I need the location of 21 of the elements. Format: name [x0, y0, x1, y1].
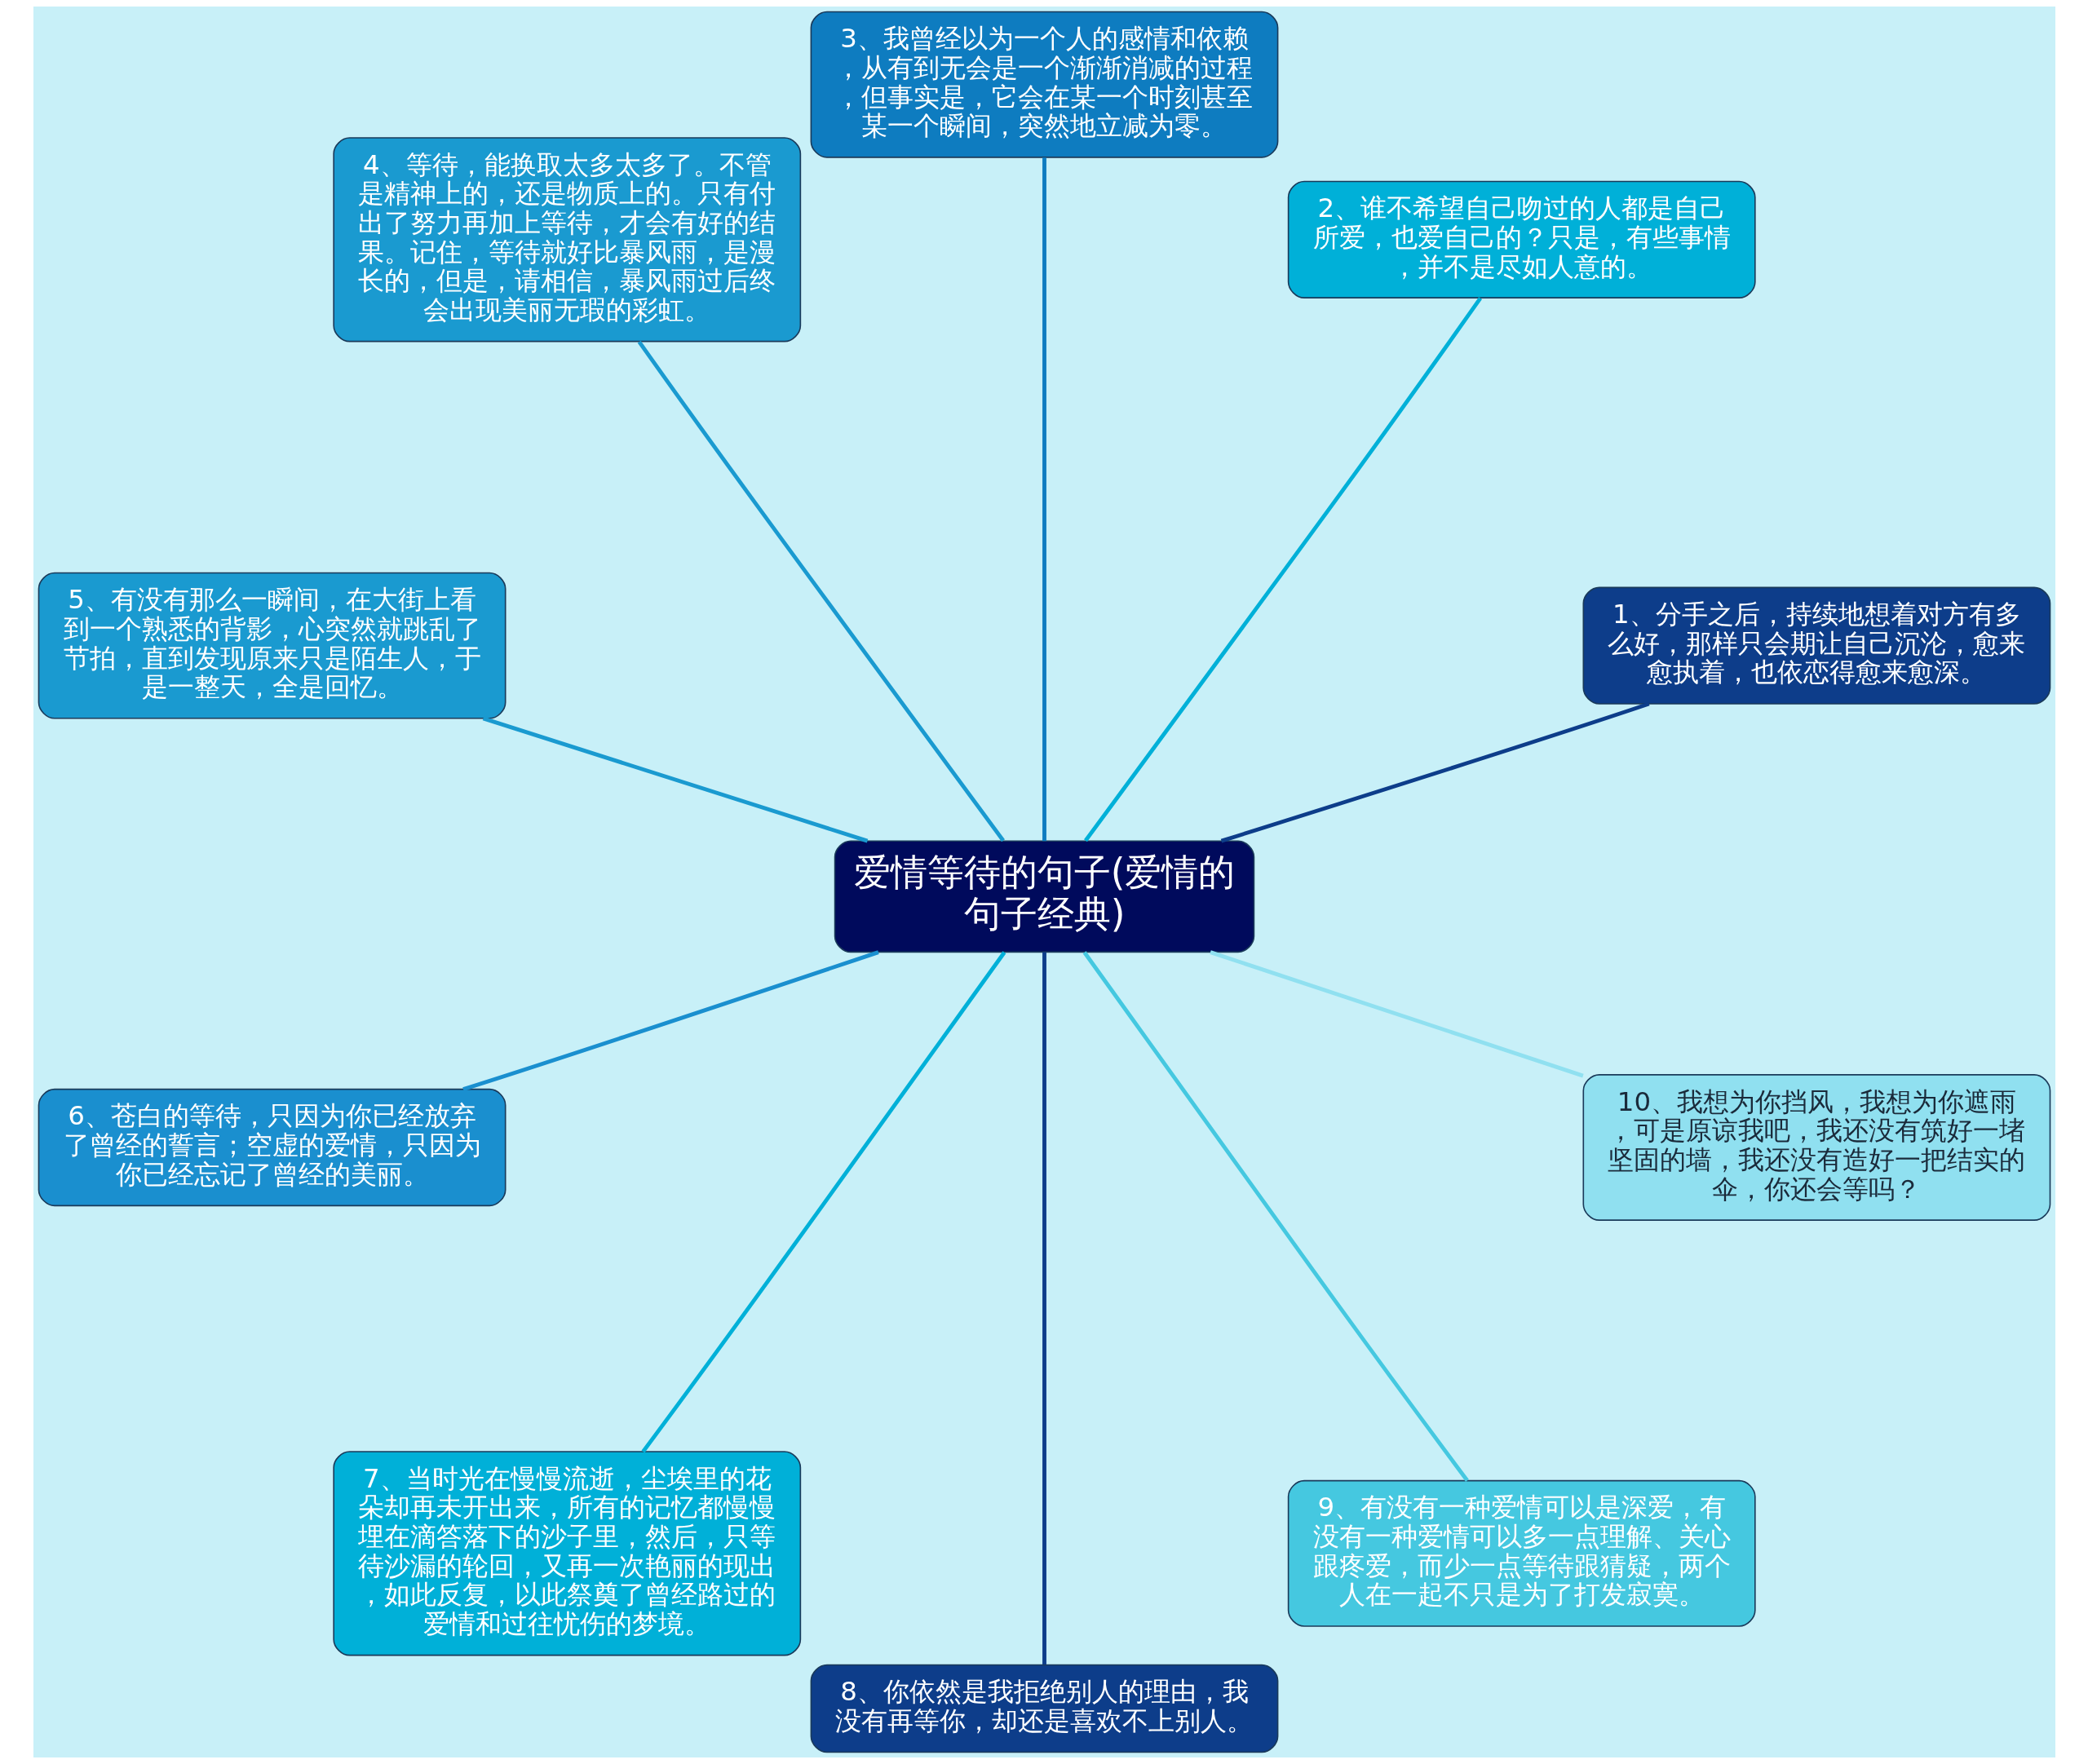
node-box: 7、当时光在慢慢流逝，尘埃里的花朵却再未开出来，所有的记忆都慢慢埋在滴答落下的沙子里，然后，只等待沙漏的轮回，又再一次艳丽的现出，如此反复，以此祭奠了曾经路过的爱情和过往忧伤的梦境。 [332, 1451, 801, 1656]
connector [1042, 952, 1046, 1665]
connector [1042, 157, 1046, 842]
node-box: 3、我曾经以为一个人的感情和依赖，从有到无会是一个渐渐消减的过程，但事实是，它会在某一个时刻甚至某一个瞬间，突然地立减为零。 [810, 11, 1278, 158]
node-box: 1、分手之后，持续地想着对方有多么好，那样只会期让自己沉沦，愈来愈执着，也依恋得愈来愈深。 [1582, 586, 2050, 705]
node-box: 2、谁不希望自己吻过的人都是自己所爱，也爱自己的？只是，有些事情，并不是尽如人意的。 [1287, 180, 1756, 298]
node-box: 爱情等待的句子(爱情的句子经典) [834, 840, 1254, 953]
node-box: 8、你依然是我拒绝别人的理由，我没有再等你，却还是喜欢不上别人。 [810, 1664, 1278, 1753]
node-box: 5、有没有那么一瞬间，在大街上看到一个熟悉的背影，心突然就跳乱了节拍，直到发现原来只是陌生人，于是一整天，全是回忆。 [38, 572, 506, 719]
node-box: 4、等待，能换取太多太多了。不管是精神上的，还是物质上的。只有付出了努力再加上等待，才会有好的结果。记住，等待就好比暴风雨，是漫长的，但是，请相信，暴风雨过后终会出现美丽无瑕的彩虹。 [332, 137, 801, 343]
connector [1082, 951, 1469, 1482]
connector [1209, 950, 1584, 1078]
node-box: 10、我想为你挡风，我想为你遮雨，可是原谅我吧，我还没有筑好一堵坚固的墙，我还没有造好一把结实的伞，你还会等吗？ [1582, 1074, 2050, 1221]
connector [1220, 701, 1650, 843]
connector [637, 340, 1005, 842]
connector [482, 716, 868, 843]
node-box: 9、有没有一种爱情可以是深爱，有没有一种爱情可以多一点理解、关心跟疼爱，而少一点等待跟猜疑，两个人在一起不只是为了打发寂寞。 [1287, 1479, 1756, 1627]
connector [641, 951, 1006, 1453]
connector [462, 950, 879, 1091]
node-box: 6、苍白的等待，只因为你已经放弃了曾经的誓言；空虚的爱情，只因为你已经忘记了曾经的美丽。 [38, 1088, 506, 1207]
connector [1083, 297, 1482, 842]
